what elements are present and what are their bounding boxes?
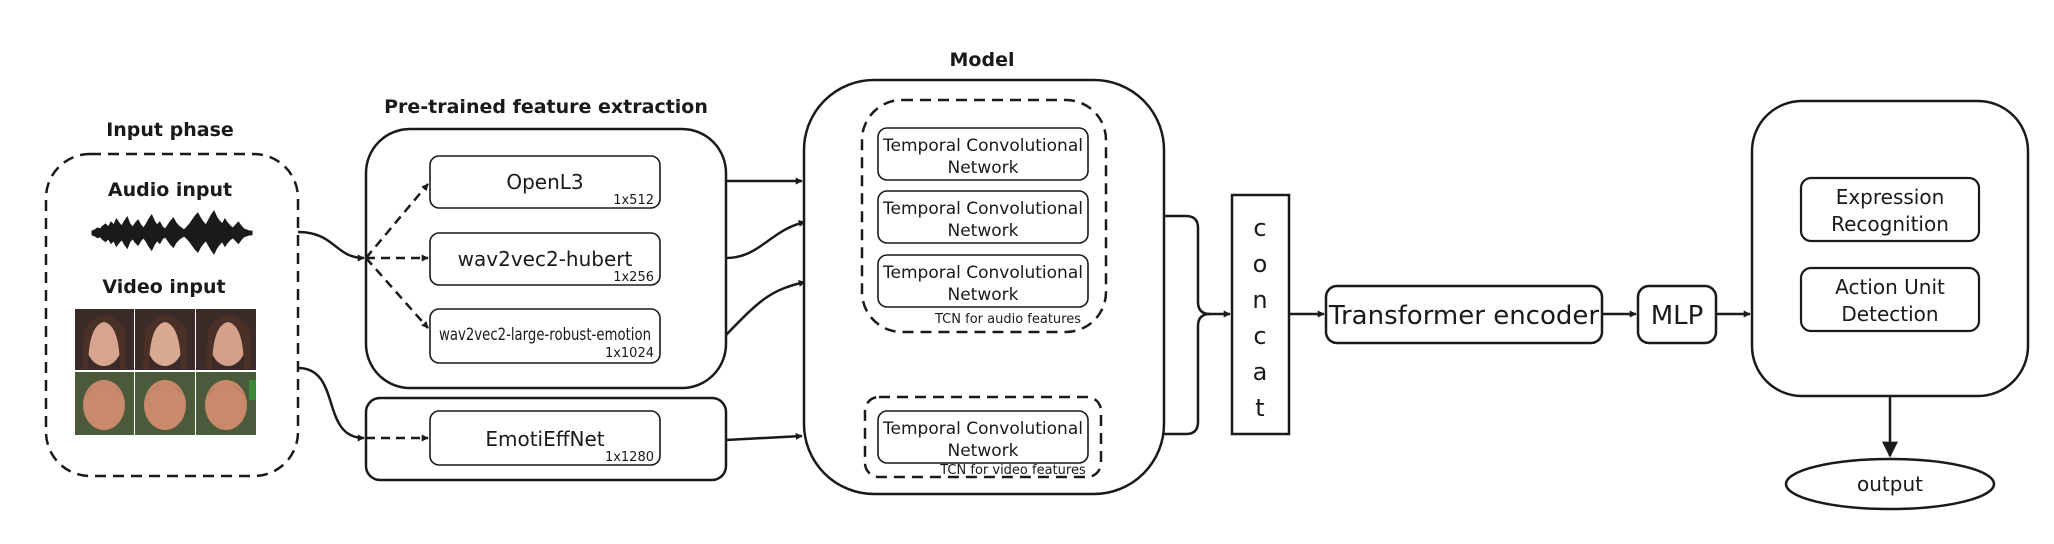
mlp-label: MLP (1651, 301, 1704, 331)
tcn-audio-2-line2: Network (948, 221, 1019, 241)
input-phase: Input phase Audio input Video input (44, 119, 300, 478)
task-heads: Expression Recognition Action Unit Detec… (1750, 99, 2030, 398)
expression-recognition-box: Expression Recognition (1799, 176, 1981, 243)
video-frame-woman-2 (135, 309, 195, 370)
emotieffnet-label: EmotiEffNet (485, 427, 604, 451)
expression-recognition-line2: Recognition (1831, 212, 1949, 236)
concat-letter: c (1253, 322, 1266, 350)
transformer-encoder-label: Transformer encoder (1328, 301, 1599, 331)
tcn-audio-2-line1: Temporal Convolutional (882, 199, 1083, 219)
concat-letter: a (1253, 358, 1268, 386)
fan-arrow-openl3 (365, 183, 429, 259)
action-unit-detection-box: Action Unit Detection (1799, 266, 1981, 333)
input-phase-box (44, 152, 300, 478)
robust-emotion-label: wav2vec2-large-robust-emotion (439, 325, 651, 345)
feature-extraction-title: Pre-trained feature extraction (384, 96, 708, 118)
concat-block: c o n c a t (1230, 193, 1291, 436)
openl3-box: OpenL3 1x512 (429, 155, 661, 209)
transformer-encoder-block: Transformer encoder (1324, 284, 1604, 345)
feature-extraction: Pre-trained feature extraction OpenL3 1x… (364, 96, 728, 482)
model-to-concat-bracket (1164, 214, 1211, 436)
tcn-audio-1-line2: Network (948, 158, 1019, 178)
concat-letter: t (1255, 394, 1264, 422)
tcn-audio-3-line1: Temporal Convolutional (882, 263, 1083, 283)
mlp-block: MLP (1636, 284, 1718, 345)
concat-letter: c (1253, 214, 1266, 242)
tcn-video-line1: Temporal Convolutional (882, 419, 1083, 439)
video-frames-image (75, 309, 256, 435)
audio-to-extractor-arrow (297, 230, 365, 262)
video-frame-woman-3 (196, 309, 256, 370)
model: Model Temporal Convolutional Network Tem… (802, 49, 1166, 496)
tcn-video-group (863, 395, 1103, 479)
tcn-audio-3-line2: Network (948, 285, 1019, 305)
tcn-audio-1-line1: Temporal Convolutional (882, 136, 1083, 156)
openl3-label: OpenL3 (506, 170, 583, 194)
video-frame-boy-3 (196, 372, 256, 435)
action-unit-detection-line2: Detection (1841, 302, 1938, 326)
extractor-to-model-arrow-video (725, 432, 803, 442)
tcn-video-line2: Network (948, 441, 1019, 461)
tcn-audio-group (860, 98, 1108, 334)
hubert-box: wav2vec2-hubert 1x256 (429, 232, 661, 286)
extractor-to-model-arrow-2 (725, 219, 806, 260)
robust-emotion-box: wav2vec2-large-robust-emotion 1x1024 (429, 308, 661, 364)
video-frame-boy-1 (75, 372, 134, 435)
emotieffnet-box: EmotiEffNet 1x1280 (429, 410, 661, 466)
input-phase-title: Input phase (106, 119, 234, 141)
task-heads-box (1750, 99, 2030, 398)
hubert-label: wav2vec2-hubert (458, 247, 633, 271)
output-label: output (1857, 472, 1923, 496)
fan-arrow-robust (365, 257, 429, 329)
openl3-dim: 1x512 (613, 193, 654, 208)
tcn-video-group-label: TCN for video features (939, 463, 1086, 478)
tcn-video-box: Temporal Convolutional Network (877, 410, 1089, 464)
video-to-extractor-arrow (297, 366, 365, 442)
audio-input-label: Audio input (108, 179, 232, 201)
model-title: Model (950, 49, 1015, 71)
video-input-label: Video input (102, 276, 225, 298)
output-node: output (1784, 457, 1996, 511)
robust-emotion-dim: 1x1024 (605, 346, 654, 361)
hubert-dim: 1x256 (613, 270, 654, 285)
tcn-audio-box-2: Temporal Convolutional Network (877, 190, 1089, 244)
emotieffnet-dim: 1x1280 (605, 450, 654, 465)
expression-recognition-line1: Expression (1836, 185, 1945, 209)
video-frame-boy-2 (135, 372, 195, 435)
audio-waveform-icon (91, 209, 253, 255)
concat-letter: o (1253, 250, 1268, 278)
extractor-to-model-arrow-3 (725, 279, 806, 336)
action-unit-detection-line1: Action Unit (1835, 275, 1945, 299)
video-frame-woman-1 (75, 309, 134, 370)
concat-letter: n (1252, 286, 1267, 314)
tcn-audio-group-label: TCN for audio features (934, 312, 1081, 327)
tcn-audio-box-3: Temporal Convolutional Network (877, 254, 1089, 308)
tcn-audio-box-1: Temporal Convolutional Network (877, 127, 1089, 181)
